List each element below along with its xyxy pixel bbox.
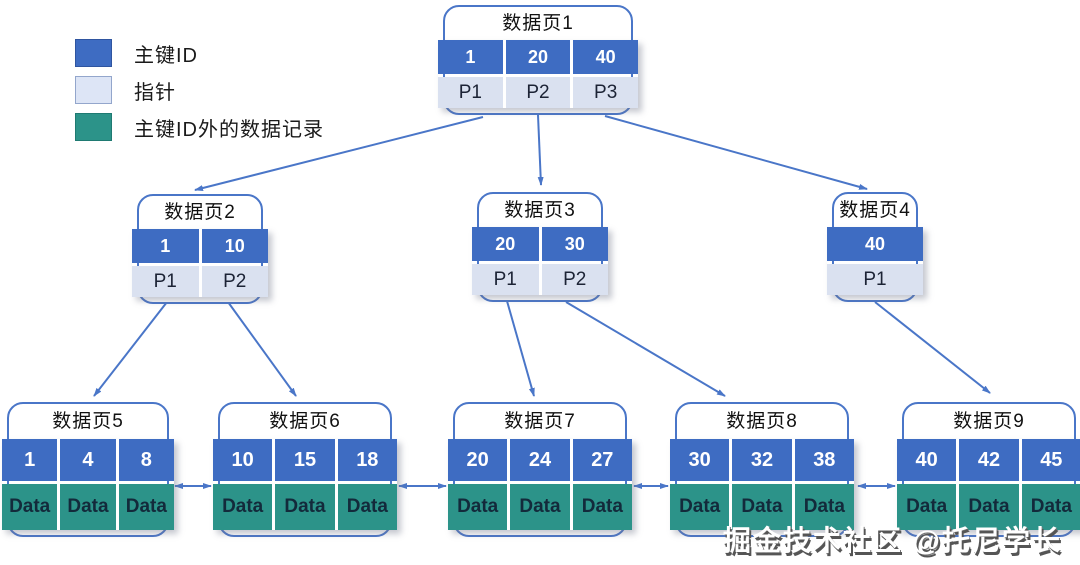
record-cell: Data (448, 484, 508, 530)
legend-label: 主键ID (134, 44, 198, 67)
node-page6: 数据页6 10 15 18 Data Data Data (213, 402, 397, 537)
record-cell: Data (510, 484, 570, 530)
key-cell: 1 (2, 439, 58, 481)
key-cell: 10 (201, 229, 268, 263)
record-cell: Data (2, 484, 58, 530)
record-cell: Data (732, 484, 792, 530)
node-title: 数据页2 (164, 202, 236, 223)
edge-page3-page7 (506, 300, 535, 397)
key-cell: 1 (132, 229, 199, 263)
record-cell: Data (897, 484, 957, 530)
key-cell: 27 (572, 439, 632, 481)
node-page7: 数据页7 20 24 27 Data Data Data (448, 402, 632, 537)
key-cell: 32 (732, 439, 792, 481)
node-title: 数据页6 (269, 411, 341, 432)
key-cell: 20 (472, 227, 539, 261)
node-title: 数据页3 (504, 200, 576, 221)
key-cell: 40 (573, 40, 638, 74)
legend: 主键ID 指针 主键ID外的数据记录 (75, 38, 324, 149)
node-page3: 数据页3 20 30 P1 P2 (472, 192, 608, 302)
node-title: 数据页5 (52, 411, 124, 432)
node-title: 数据页9 (953, 411, 1025, 432)
node-page5: 数据页5 1 4 8 Data Data Data (2, 402, 174, 537)
pointer-cell: P2 (505, 77, 571, 108)
edge-page1-page3 (537, 114, 544, 186)
record-cell: Data (572, 484, 632, 530)
node-title: 数据页8 (726, 411, 798, 432)
record-swatch (75, 113, 112, 141)
record-cell: Data (60, 484, 116, 530)
key-cell: 42 (959, 439, 1019, 481)
key-cell: 20 (505, 40, 571, 74)
legend-item-record: 主键ID外的数据记录 (75, 112, 324, 142)
key-cell: 15 (275, 439, 335, 481)
edge-page4-page9 (874, 301, 991, 394)
key-cell: 38 (794, 439, 854, 481)
key-cell: 24 (510, 439, 570, 481)
edge-page1-page4 (604, 115, 868, 190)
key-cell: 30 (670, 439, 730, 481)
edge-page1-page2 (194, 116, 484, 191)
record-cell: Data (959, 484, 1019, 530)
record-cell: Data (670, 484, 730, 530)
key-cell: 40 (897, 439, 957, 481)
node-title: 数据页7 (504, 411, 576, 432)
pointer-cell: P1 (472, 264, 539, 295)
record-cell: Data (118, 484, 174, 530)
pointer-cell: P1 (827, 264, 923, 295)
legend-label: 指针 (134, 81, 176, 104)
edge-page3-page8 (565, 301, 726, 397)
pointer-cell: P2 (201, 266, 268, 297)
edge-page2-page5 (93, 301, 168, 397)
legend-item-primary-key: 主键ID (75, 38, 324, 68)
key-cell: 8 (118, 439, 174, 481)
legend-item-pointer: 指针 (75, 75, 324, 105)
record-cell: Data (794, 484, 854, 530)
record-cell: Data (275, 484, 335, 530)
key-cell: 10 (213, 439, 273, 481)
key-cell: 45 (1021, 439, 1080, 481)
record-cell: Data (337, 484, 397, 530)
edge-page2-page6 (227, 301, 297, 397)
node-page9: 数据页9 40 42 45 Data Data Data (897, 402, 1080, 537)
key-cell: 18 (337, 439, 397, 481)
node-title: 数据页1 (502, 13, 574, 34)
node-page8: 数据页8 30 32 38 Data Data Data (670, 402, 854, 537)
primary-key-swatch (75, 39, 112, 67)
record-cell: Data (1021, 484, 1080, 530)
legend-label: 主键ID外的数据记录 (134, 118, 324, 141)
record-cell: Data (213, 484, 273, 530)
node-page2: 数据页2 1 10 P1 P2 (132, 194, 268, 304)
key-cell: 1 (438, 40, 503, 74)
key-cell: 30 (541, 227, 608, 261)
pointer-cell: P1 (132, 266, 199, 297)
watermark: 掘金技术社区 @托尼学长 (722, 525, 1062, 556)
key-cell: 20 (448, 439, 508, 481)
node-title: 数据页4 (839, 200, 911, 221)
pointer-cell: P1 (438, 77, 503, 108)
pointer-cell: P2 (541, 264, 608, 295)
node-page4: 数据页4 40 P1 (827, 192, 923, 302)
node-page1: 数据页1 1 20 40 P1 P2 P3 (438, 5, 638, 115)
key-cell: 40 (827, 227, 923, 261)
key-cell: 4 (60, 439, 116, 481)
pointer-cell: P3 (573, 77, 638, 108)
pointer-swatch (75, 76, 112, 104)
